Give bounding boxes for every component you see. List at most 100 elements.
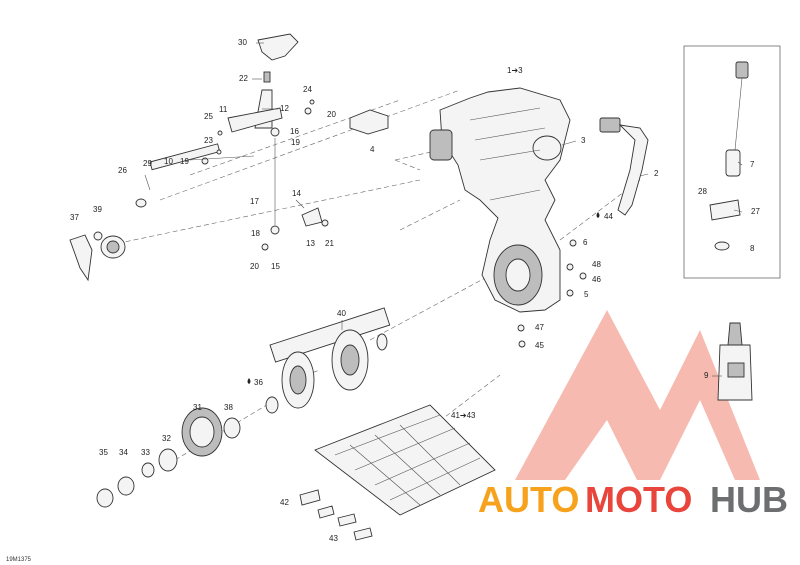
input-shaft-spline [429,129,453,161]
label-9: 9 [704,371,709,380]
shift-lever-assembly [135,33,389,251]
left-small-parts [69,231,126,282]
slider-grid [299,404,496,541]
label-29: 29 [143,159,152,168]
slide-frame [314,404,496,516]
label-14: 14 [292,189,301,198]
bracket-27 [709,199,741,221]
label-48: 48 [592,260,601,269]
label-46: 46 [592,275,601,284]
clip-43b [353,527,373,541]
drive-shaft-40 [265,307,391,414]
label-28: 28 [698,187,707,196]
shift-knob [257,33,299,61]
leader-lines [189,42,743,377]
label-33: 33 [141,448,150,457]
label-12: 12 [280,104,289,113]
clip-43a [337,513,357,527]
label-4: 4 [370,145,375,154]
detent-lever-37 [69,234,93,282]
bearing-seal-stack [96,407,241,508]
seal-34 [117,476,135,496]
label-2: 2 [654,169,659,178]
label-35: 35 [99,448,108,457]
oil-drop-icon [596,212,600,218]
sensor-body-7 [725,149,741,177]
label-18: 18 [251,229,260,238]
o-ring-8 [714,241,730,251]
label-27: 27 [751,207,760,216]
ring-33 [141,462,155,478]
label-40: 40 [337,309,346,318]
housing-cap [532,135,562,161]
label-23: 23 [204,136,213,145]
washer-26 [135,198,147,208]
label-31: 31 [193,403,202,412]
label-44: 44 [604,212,613,221]
rod-end-lower [270,225,280,235]
label-6: 6 [583,238,588,247]
label-37: 37 [70,213,79,222]
label-19b: 19 [180,157,189,166]
label-3: 3 [581,136,586,145]
clip-42b [317,505,335,519]
label-45: 45 [535,341,544,350]
bearing-32 [158,448,178,472]
label-20b: 20 [250,262,259,271]
label-21: 21 [325,239,334,248]
part-number-labels: 30 22 24 20 12 11 25 23 16 19 19 10 29 2… [70,38,760,543]
label-10: 10 [164,157,173,166]
label-11: 11 [219,105,228,114]
gearbox-housing [429,87,587,348]
diagram-code: 19M1375 [6,557,32,563]
spring [263,71,271,83]
lubricant-markers [247,212,600,384]
label-7: 7 [750,160,755,169]
watermark-logo [515,310,760,480]
label-26: 26 [118,166,127,175]
label-22: 22 [239,74,248,83]
shaft [269,307,391,363]
label-15: 15 [271,262,280,271]
label-36: 36 [254,378,263,387]
sensor-box-frame [683,45,781,279]
watermark-auto: AUTO [478,479,579,520]
label-30: 30 [238,38,247,47]
nut-39 [93,231,103,241]
watermark-hub: HUB [710,479,788,520]
label-42: 42 [280,498,289,507]
lever-bracket [227,107,283,133]
sensor-harness [617,124,649,216]
bellcrank [301,207,323,227]
rod-end-upper [270,127,280,137]
label-20: 20 [327,110,336,119]
shift-rod [149,143,221,171]
label-32: 32 [162,434,171,443]
label-25: 25 [204,112,213,121]
label-39: 39 [93,205,102,214]
label-47: 47 [535,323,544,332]
clip-42a [299,489,321,506]
label-34: 34 [119,448,128,457]
watermark-wordmark: AUTO MOTO HUB [478,479,788,520]
oil-drop-icon [247,378,251,384]
logo-triangle-shape [515,310,760,480]
ring-38 [223,417,241,439]
label-5: 5 [584,290,589,299]
label-24: 24 [303,85,312,94]
label-19: 19 [291,138,300,147]
label-1to3: 1➔3 [507,66,523,75]
sealant-bottle-9 [717,322,753,401]
label-41to43: 41➔43 [451,411,476,420]
label-38: 38 [224,403,233,412]
label-43: 43 [329,534,338,543]
sensor-cable-2 [599,117,649,216]
sensor-box [683,45,781,279]
watermark-moto: MOTO [585,479,692,520]
label-13: 13 [306,239,315,248]
ring-35 [96,488,114,508]
label-17: 17 [250,197,259,206]
bushing-4 [349,109,389,135]
